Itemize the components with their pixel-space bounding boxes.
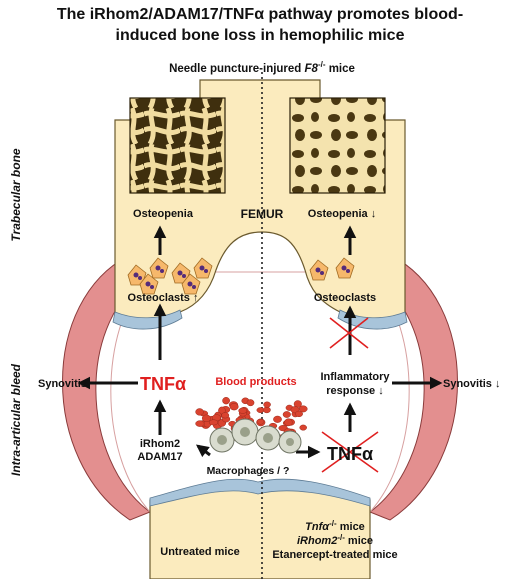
cartilage-tibia — [149, 478, 371, 507]
osteopenia-left: Osteopenia — [133, 208, 194, 220]
blood-cell — [221, 412, 230, 419]
blood-cell — [282, 411, 291, 418]
cartilage-femur-left — [112, 309, 183, 330]
tnf-right: TNFα — [327, 444, 373, 464]
trabecular-bone-right — [289, 97, 386, 194]
adam17-label: ADAM17 — [137, 451, 182, 463]
group-irhom2-ko: iRhom2-/- mice — [297, 533, 373, 547]
blood-cell — [229, 403, 239, 411]
macrophages-label: Macrophages / ? — [207, 465, 290, 477]
group-tnf-ko: Tnfα-/- mice — [305, 519, 365, 533]
blood-cell — [195, 408, 204, 416]
osteopenia-right: Osteopenia ↓ — [308, 208, 376, 220]
irhom2-label: iRhom2 — [140, 438, 180, 450]
blood-cell — [238, 407, 248, 414]
blood-cell — [295, 410, 303, 418]
block-cross-osteoclasts — [329, 317, 369, 349]
blood-cell — [208, 419, 219, 426]
osteoclast-cluster-right — [309, 257, 355, 281]
macrophages — [209, 418, 302, 454]
side-label-bleed: Intra-articular bleed — [9, 363, 23, 476]
blood-cell — [262, 406, 271, 414]
blood-cell — [273, 415, 282, 423]
arrow-macrophages-to-irhom2 — [195, 444, 211, 458]
femur-label: FEMUR — [241, 207, 284, 221]
blood-products-label: Blood products — [215, 376, 296, 388]
osteoclast-cluster-left — [127, 257, 213, 295]
model-header: Needle puncture-injured F8-/- mice — [169, 60, 355, 75]
blood-cell — [201, 414, 211, 423]
blood-cell — [299, 424, 307, 431]
title-line-2: induced bone loss in hemophilic mice — [116, 27, 405, 44]
synovitis-left: Synovitis — [38, 378, 87, 390]
blood-cell — [284, 418, 293, 427]
side-label-trabecular: Trabecular bone — [9, 148, 23, 241]
blood-cell — [222, 397, 230, 405]
group-etanercept: Etanercept-treated mice — [272, 549, 397, 561]
blood-cell — [195, 420, 205, 427]
synovitis-right: Synovitis ↓ — [443, 378, 500, 390]
synovium-right — [367, 254, 458, 521]
inflammatory-line-1: Inflammatory — [320, 371, 390, 383]
synovium-left — [62, 254, 153, 521]
title-line-1: The iRhom2/ADAM17/TNFα pathway promotes … — [57, 6, 463, 23]
trabecular-bone-left — [129, 97, 226, 194]
osteoclasts-right: Osteoclasts — [314, 292, 376, 304]
blood-cell — [263, 401, 271, 408]
group-untreated: Untreated mice — [160, 546, 239, 558]
block-cross-tnf — [321, 431, 379, 473]
tnf-left: TNFα — [140, 374, 186, 394]
inflammatory-line-2: response ↓ — [326, 385, 383, 397]
blood-cell — [246, 399, 255, 407]
cartilage-femur-right — [337, 309, 408, 330]
osteoclasts-left: Osteoclasts ↑ — [128, 292, 199, 304]
blood-cell — [256, 418, 265, 425]
